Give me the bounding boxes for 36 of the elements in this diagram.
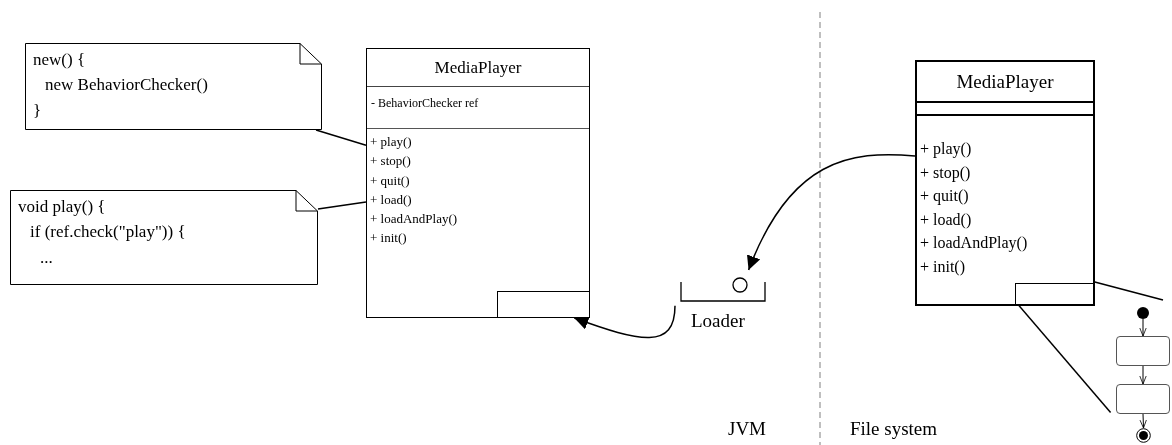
expansion-box — [1015, 283, 1093, 305]
class-box — [915, 60, 1095, 306]
code-line: void play() { — [18, 196, 106, 218]
activity-box — [1116, 384, 1170, 414]
method: + play() — [370, 135, 412, 150]
leader-line — [315, 129, 367, 146]
region-label: JVM — [728, 418, 766, 440]
method: + init() — [920, 257, 965, 276]
code-line: } — [33, 99, 42, 121]
leader-line — [317, 201, 367, 210]
region-label: File system — [850, 418, 938, 440]
code-line: if (ref.check("play")) { — [29, 221, 186, 243]
code-line: new BehaviorChecker() — [44, 74, 208, 96]
node-label: Loader — [691, 310, 745, 332]
code-line: ... — [39, 246, 53, 268]
uml-note — [25, 43, 322, 130]
code-line: new() { — [33, 49, 86, 71]
attribute: - BehaviorChecker ref — [371, 96, 479, 110]
arrow — [747, 153, 916, 271]
expansion-box — [497, 291, 589, 317]
method: + stop() — [370, 154, 411, 169]
method: + init() — [370, 231, 407, 246]
method: + quit() — [370, 173, 410, 188]
method: + load() — [920, 210, 972, 229]
method: + loadAndPlay() — [920, 234, 1028, 252]
class-name: MediaPlayer — [367, 49, 589, 87]
activity-box — [1116, 336, 1170, 366]
method: + load() — [370, 192, 412, 208]
method: + loadAndPlay() — [370, 212, 458, 227]
uml-note — [10, 190, 318, 285]
arrow — [573, 305, 676, 339]
class-box — [366, 48, 590, 318]
method: + play() — [920, 140, 972, 158]
method: + quit() — [920, 187, 969, 205]
class-name: MediaPlayer — [917, 62, 1093, 103]
method: + stop() — [920, 163, 971, 182]
